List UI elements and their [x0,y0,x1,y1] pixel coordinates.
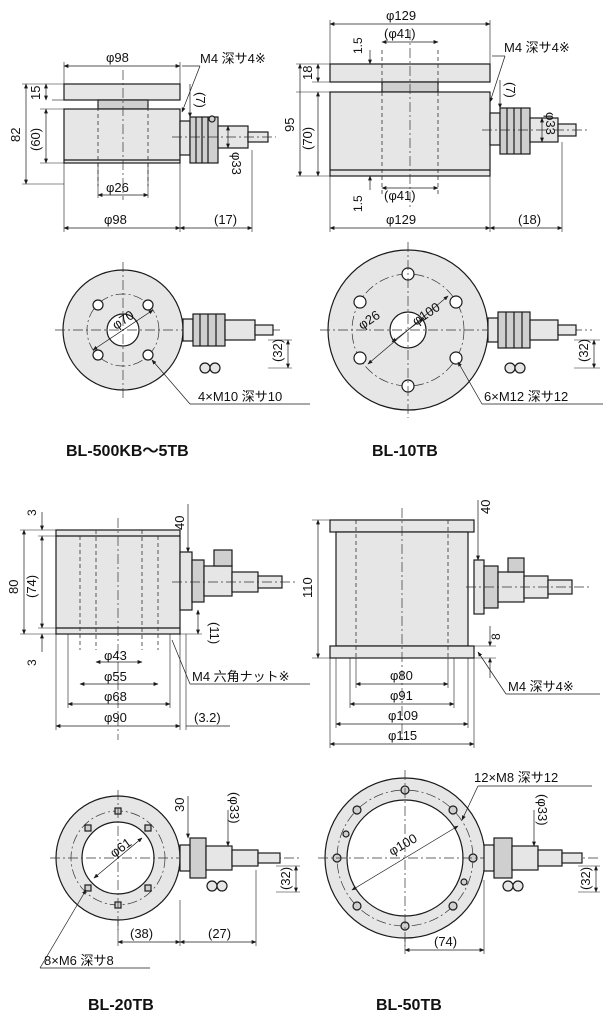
dim-d68: φ68 [104,689,127,704]
bl-500kb-side-view: φ98 82 (60) 15 φ26 φ98 (17) φ33 (7) M4 深… [8,50,276,232]
dim-d98-bottom: φ98 [104,212,127,227]
dim-h70: (70) [300,127,315,150]
bl-20tb-top-view: φ61 30 (φ33) (32) (38) (27) 8×M6 深サ8 [39,790,302,969]
dim-h18: 18 [300,66,315,80]
dim-1-5-top: 1.5 [351,37,365,54]
dim-38: (38) [130,926,153,941]
dim-32: (32) [270,339,285,362]
dim-3-2: (3.2) [194,710,221,725]
dim-3-bottom: 3 [25,659,39,666]
dim-h74: (74) [24,575,39,598]
dim-d55: φ55 [104,669,127,684]
dim-h8: 8 [489,633,503,640]
bl-10tb-top-view: φ26 φ100 (32) 6×M12 深サ12 [320,242,603,418]
dim-h15: 15 [28,86,43,100]
note-m4-depth4-10tb: M4 深サ4※ [504,40,570,55]
note-6xm12: 6×M12 深サ12 [484,389,568,404]
bl-50tb-top-view: φ100 12×M8 深サ12 (φ33) (32) (74) [318,770,600,954]
dim-7: (7) [193,92,208,108]
title-bl-10tb: BL-10TB [372,443,438,460]
dim-74: (74) [434,934,457,949]
dim-d80: φ80 [390,668,413,683]
bl-50tb-side-view: 110 40 8 φ80 φ91 φ109 φ115 M4 深サ4※ [300,500,600,748]
dim-d90: φ90 [104,710,127,725]
dim-32-50tb: (32) [578,867,593,890]
dim-d26: φ26 [106,180,129,195]
dim-7-10tb: (7) [503,82,518,98]
note-12xm8: 12×M8 深サ12 [474,770,558,785]
dim-d91: φ91 [390,688,413,703]
dim-d43: φ43 [104,648,127,663]
dim-18: (18) [518,212,541,227]
dim-d129-top: φ129 [386,8,416,23]
dim-h40-50tb: 40 [478,500,493,514]
dim-32-20tb: (32) [278,867,293,890]
dim-3-top: 3 [25,509,39,516]
note-m4-depth4-50tb: M4 深サ4※ [508,679,574,694]
note-m4-nut: M4 六角ナット※ [192,669,290,684]
dim-h82: 82 [8,128,23,142]
title-bl-20tb: BL-20TB [88,997,154,1014]
dim-h40-20tb: 40 [172,516,187,530]
dim-h110: 110 [300,577,315,598]
dim-17: (17) [214,212,237,227]
dim-d33: φ33 [229,152,244,175]
dim-32-10tb: (32) [576,339,591,362]
dim-h30: 30 [172,798,187,812]
dim-d41-top: (φ41) [384,26,416,41]
dim-h80: 80 [6,580,21,594]
dim-d41-bottom: (φ41) [384,188,416,203]
title-bl-50tb: BL-50TB [376,997,442,1014]
dim-d33-10tb: φ33 [543,112,558,135]
bl-10tb-side-view: φ129 (φ41) 95 (70) 18 1.5 1.5 (φ41) φ129… [282,8,590,232]
note-m4-depth4: M4 深サ4※ [200,51,266,66]
title-bl-500kb: BL-500KB〜5TB [66,443,189,460]
dim-d98-top: φ98 [106,50,129,65]
dim-h60: (60) [28,128,43,151]
dim-d109: φ109 [388,708,418,723]
dim-1-5-bottom: 1.5 [351,195,365,212]
dim-d33-20tb: (φ33) [227,792,242,824]
dim-d129-bottom: φ129 [386,212,416,227]
dim-27: (27) [208,926,231,941]
bl-20tb-side-view: 80 (74) 3 3 40 (11) φ43 φ55 φ68 φ90 (3.2… [6,504,310,740]
dim-d115: φ115 [388,728,417,743]
note-8xm6: 8×M6 深サ8 [44,953,114,968]
bl-500kb-top-view: φ70 (32) 4×M10 深サ10 [55,262,310,405]
note-4xm10: 4×M10 深サ10 [198,389,282,404]
dim-d33-50tb: (φ33) [535,794,550,826]
dim-11: (11) [207,622,222,644]
dim-h95: 95 [282,118,297,132]
